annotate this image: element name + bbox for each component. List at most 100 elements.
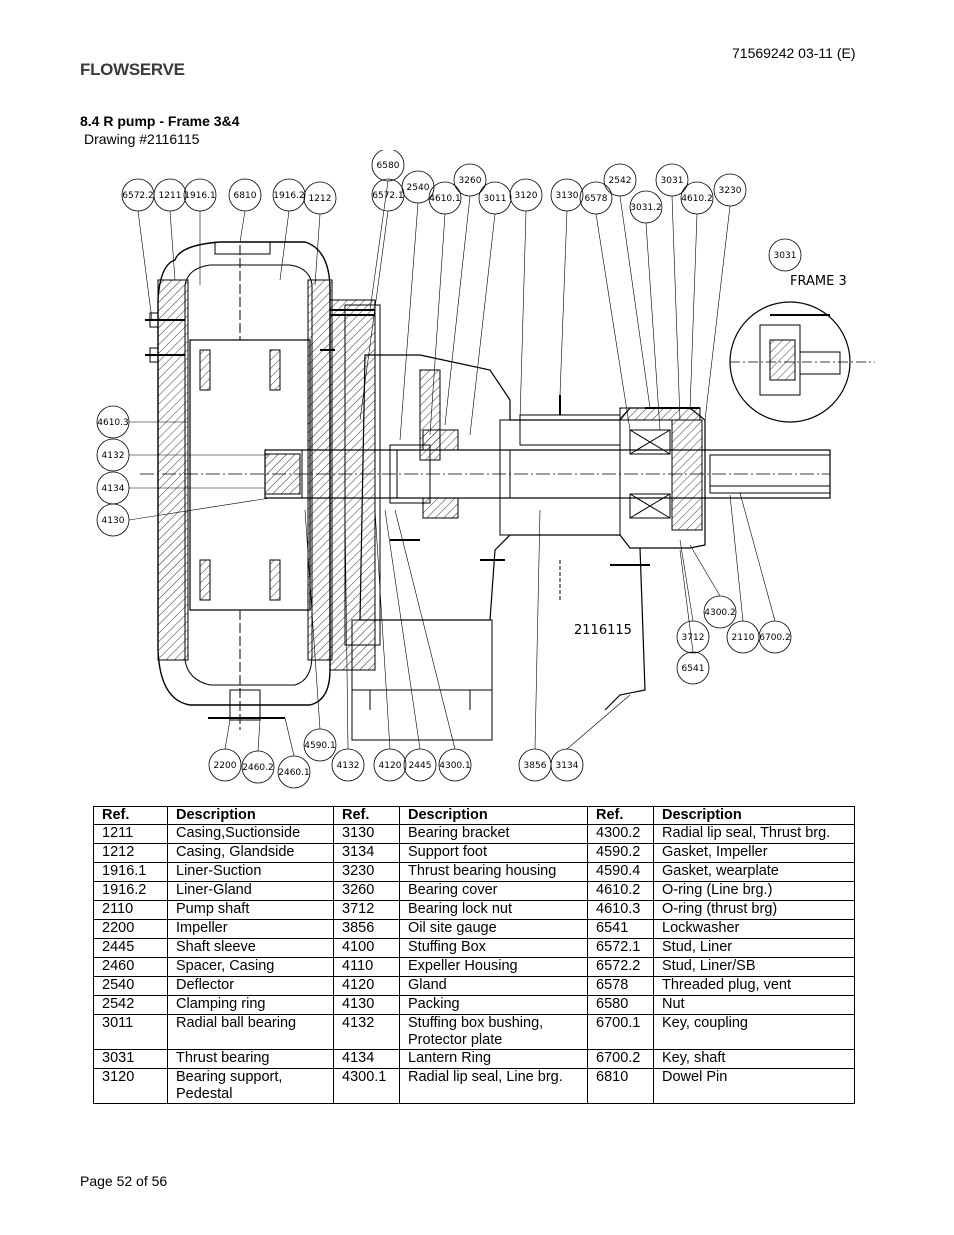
callout-4300-1: 4300.1 <box>439 761 471 771</box>
callout-4610-2: 4610.2 <box>681 194 713 204</box>
description-cell: Radial ball bearing <box>167 1014 334 1050</box>
ref-cell: 4134 <box>333 1049 400 1069</box>
callout-6572-2: 6572.2 <box>122 191 154 201</box>
description-cell: Impeller <box>167 919 334 939</box>
callout-4300-2: 4300.2 <box>704 608 736 618</box>
description-cell: Casing, Glandside <box>167 843 334 863</box>
ref-cell: 2200 <box>93 919 168 939</box>
callout-3031-frame: 3031 <box>774 251 797 261</box>
ref-cell: 4300.2 <box>587 824 654 844</box>
description-cell: Lantern Ring <box>399 1049 588 1069</box>
callout-6578: 6578 <box>585 194 608 204</box>
callout-2540: 2540 <box>407 183 430 193</box>
description-cell: Stud, Liner/SB <box>653 957 855 977</box>
callout-2110: 2110 <box>732 633 755 643</box>
callout-2460-2: 2460.2 <box>242 763 274 773</box>
description-cell: Liner-Gland <box>167 881 334 901</box>
description-cell: Threaded plug, vent <box>653 976 855 996</box>
description-cell: Deflector <box>167 976 334 996</box>
callout-3856: 3856 <box>524 761 547 771</box>
drawing-reference: Drawing #2116115 <box>84 131 200 147</box>
ref-cell: 3130 <box>333 824 400 844</box>
table-header-row: Ref. Description Ref. Description Ref. D… <box>93 806 855 825</box>
ref-cell: 4120 <box>333 976 400 996</box>
ref-cell: 2540 <box>93 976 168 996</box>
ref-cell: 4590.4 <box>587 862 654 882</box>
ref-cell: 4110 <box>333 957 400 977</box>
ref-cell: 2445 <box>93 938 168 958</box>
callout-3130: 3130 <box>556 191 579 201</box>
ref-cell: 6578 <box>587 976 654 996</box>
callout-1211: 1211 <box>159 191 182 201</box>
callout-3712: 3712 <box>682 633 705 643</box>
description-cell: Radial lip seal, Thrust brg. <box>653 824 855 844</box>
ref-cell: 2110 <box>93 900 168 920</box>
ref-cell: 3134 <box>333 843 400 863</box>
description-cell: Radial lip seal, Line brg. <box>399 1068 588 1104</box>
ref-cell: 4300.1 <box>333 1068 400 1104</box>
callout-3230: 3230 <box>719 186 742 196</box>
callout-6810: 6810 <box>234 191 257 201</box>
drawing-number-label: 2116115 <box>574 623 632 638</box>
description-cell: Dowel Pin <box>653 1068 855 1104</box>
callout-3011: 3011 <box>484 194 507 204</box>
column-header: Description <box>167 806 334 825</box>
callout-2460-1: 2460.1 <box>278 768 310 778</box>
ref-cell: 2542 <box>93 995 168 1015</box>
callout-6541: 6541 <box>682 664 705 674</box>
description-cell: Casing,Suctionside <box>167 824 334 844</box>
callout-4610-3: 4610.3 <box>97 418 129 428</box>
ref-cell: 4610.2 <box>587 881 654 901</box>
ref-cell: 4100 <box>333 938 400 958</box>
description-cell: Support foot <box>399 843 588 863</box>
ref-cell: 3011 <box>93 1014 168 1050</box>
ref-cell: 6541 <box>587 919 654 939</box>
description-cell: Bearing lock nut <box>399 900 588 920</box>
parts-list-table: Ref. Description Ref. Description Ref. D… <box>93 806 855 1104</box>
callout-4134: 4134 <box>102 484 125 494</box>
ref-cell: 3260 <box>333 881 400 901</box>
callout-1916-2: 1916.2 <box>273 191 305 201</box>
pump-cross-section-drawing: 6572.2 1211 1916.1 6810 1916.2 1212 6580… <box>96 150 875 789</box>
description-cell: Liner-Suction <box>167 862 334 882</box>
ref-cell: 4610.3 <box>587 900 654 920</box>
description-cell: Oil site gauge <box>399 919 588 939</box>
column-header: Ref. <box>587 806 654 825</box>
ref-cell: 6700.2 <box>587 1049 654 1069</box>
ref-cell: 4590.2 <box>587 843 654 863</box>
callout-3031: 3031 <box>661 176 684 186</box>
description-cell: Shaft sleeve <box>167 938 334 958</box>
description-cell: Nut <box>653 995 855 1015</box>
callout-6572-1: 6572.1 <box>372 191 404 201</box>
ref-cell: 6810 <box>587 1068 654 1104</box>
flowserve-logo: FLOWSERVE <box>80 60 185 79</box>
callout-1916-1: 1916.1 <box>184 191 216 201</box>
ref-cell: 6700.1 <box>587 1014 654 1050</box>
description-cell: Spacer, Casing <box>167 957 334 977</box>
callout-4132-bottom: 4132 <box>337 761 360 771</box>
description-cell: Packing <box>399 995 588 1015</box>
callout-3260: 3260 <box>459 176 482 186</box>
ref-cell: 6572.2 <box>587 957 654 977</box>
description-cell: Gasket, Impeller <box>653 843 855 863</box>
column-header: Ref. <box>93 806 168 825</box>
ref-cell: 4132 <box>333 1014 400 1050</box>
ref-cell: 1212 <box>93 843 168 863</box>
callout-4132-left: 4132 <box>102 451 125 461</box>
ref-cell: 3712 <box>333 900 400 920</box>
callout-4610-1: 4610.1 <box>429 194 461 204</box>
description-cell: Key, shaft <box>653 1049 855 1069</box>
description-cell: Stud, Liner <box>653 938 855 958</box>
callout-3031-2: 3031.2 <box>630 203 662 213</box>
description-cell: Thrust bearing <box>167 1049 334 1069</box>
